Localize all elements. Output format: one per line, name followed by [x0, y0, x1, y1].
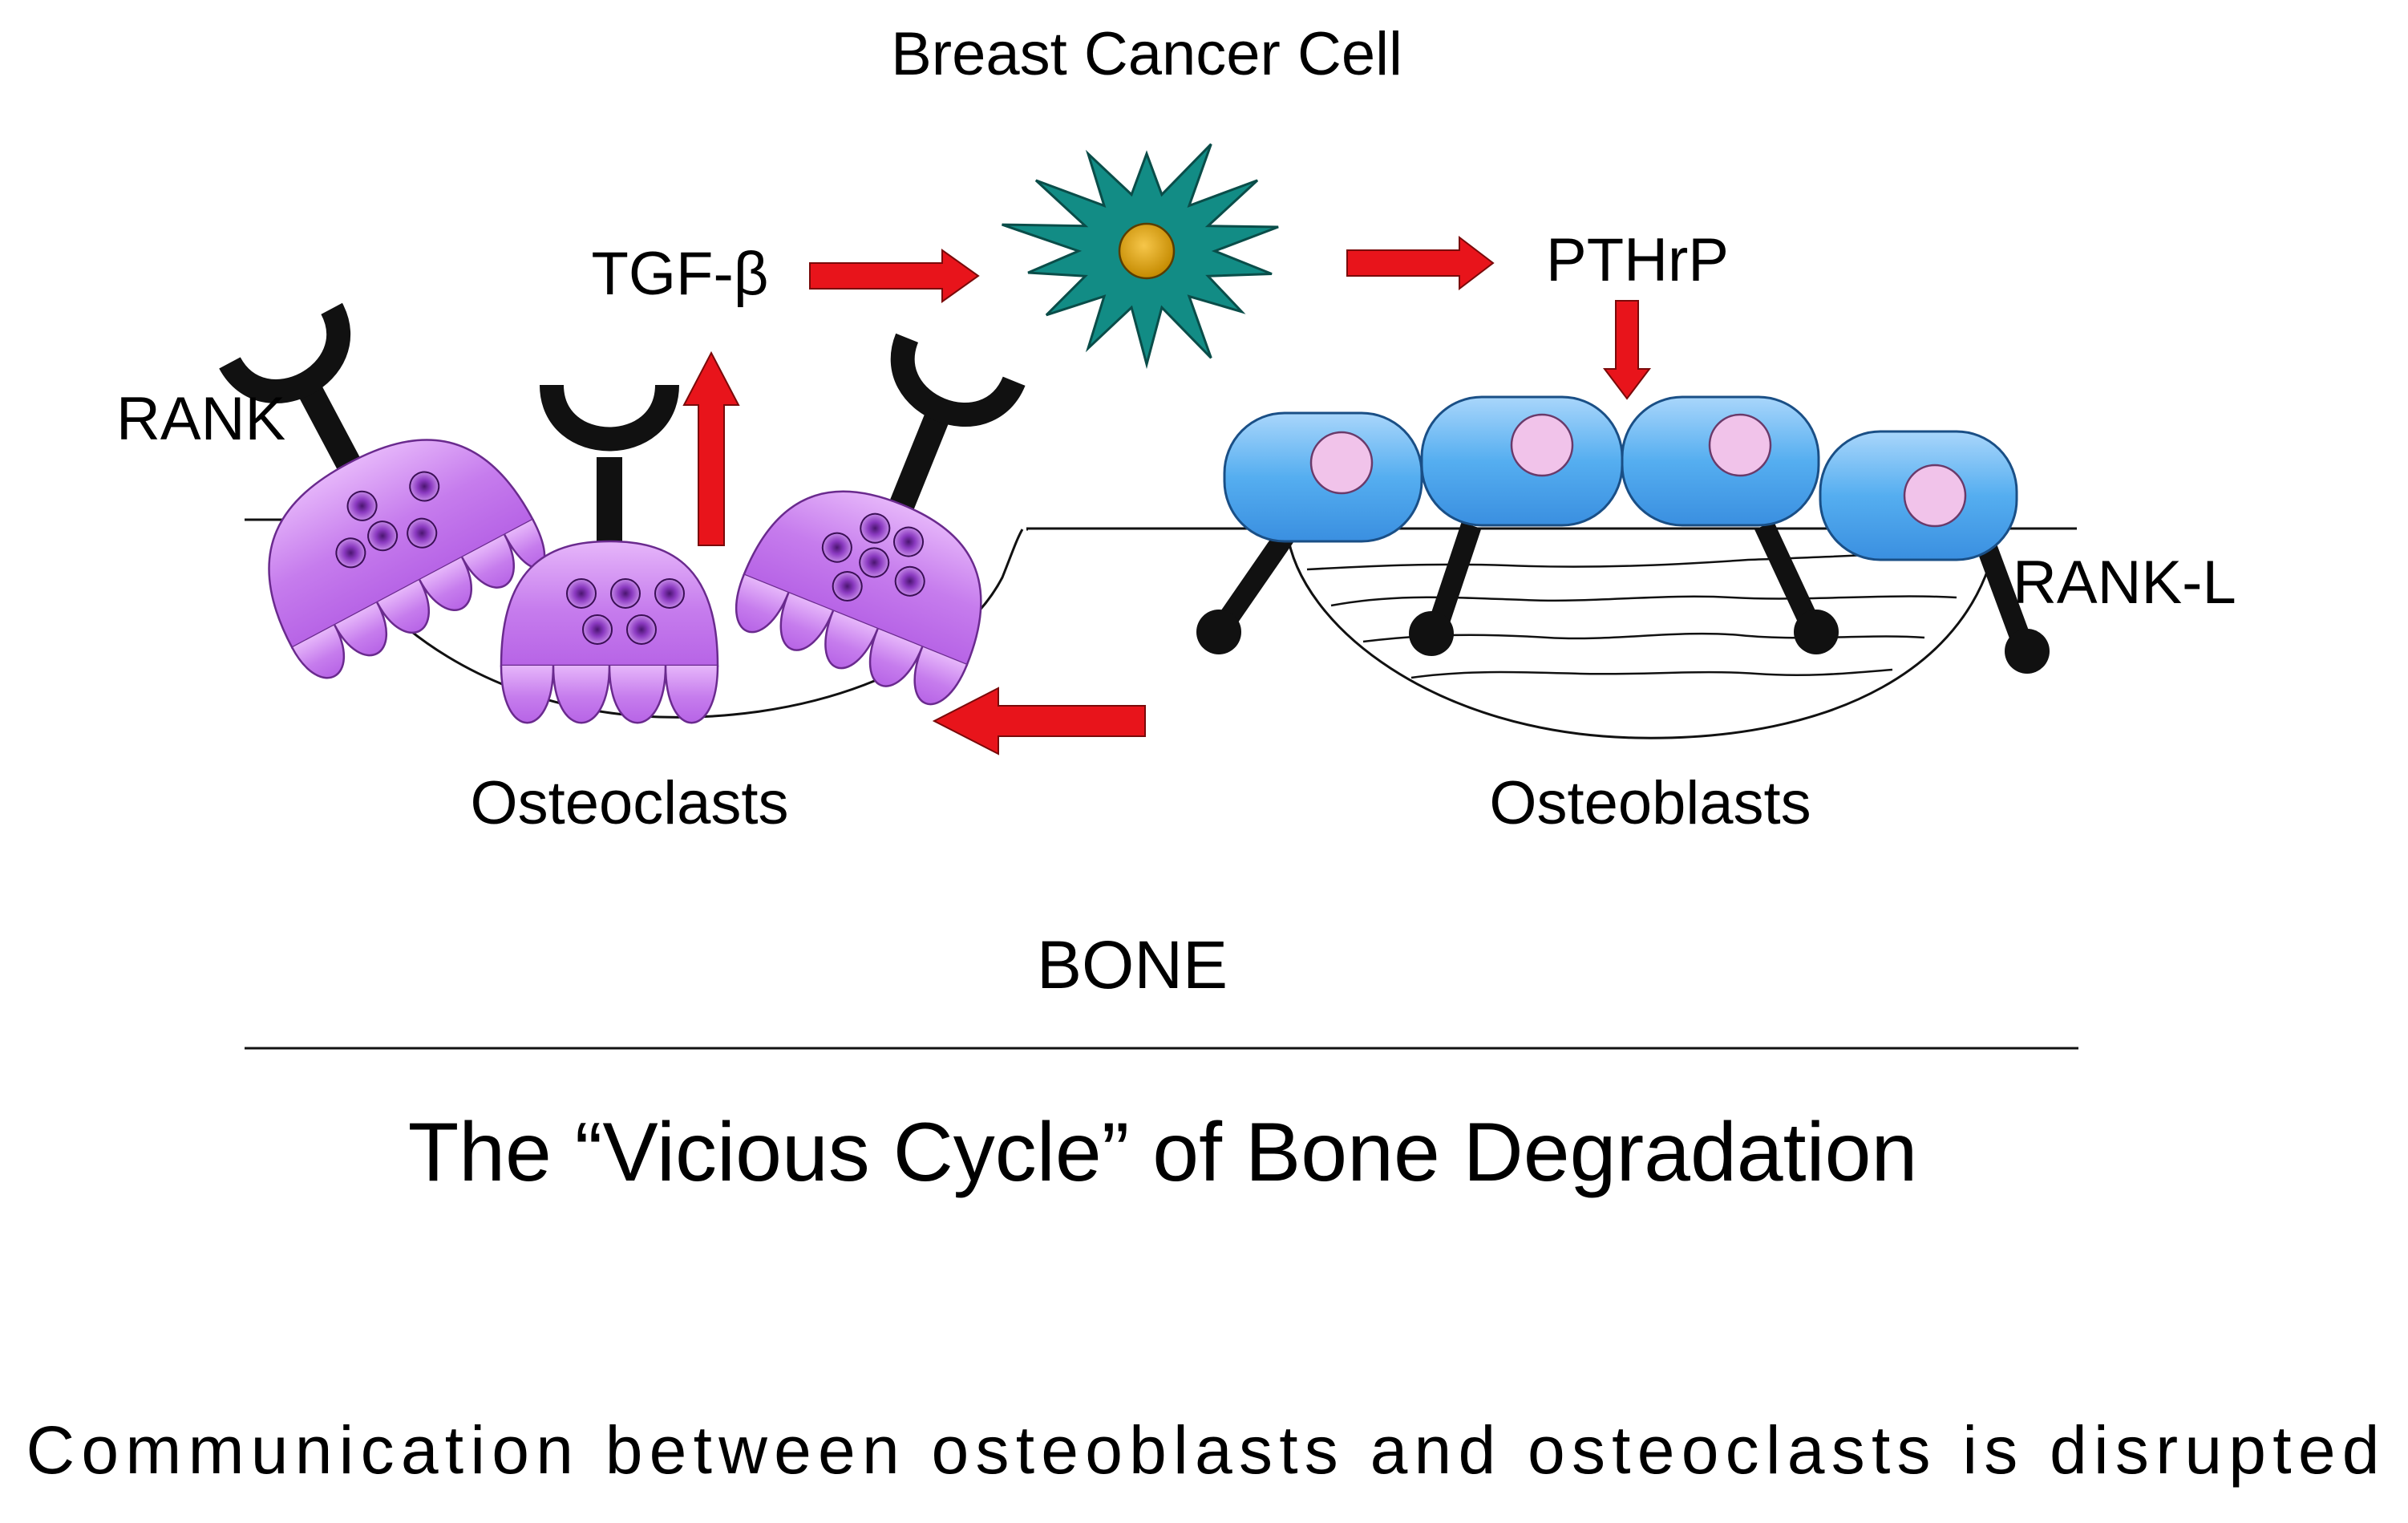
diagram-title: The “Vicious Cycle” of Bone Degradation — [408, 1106, 1918, 1199]
arrow-osteoblasts-to-osteoclasts — [932, 687, 1146, 755]
osteoblast-group — [1196, 395, 2050, 674]
rank-l-ligand-icon — [1196, 527, 1296, 654]
label-osteoclasts: Osteoclasts — [470, 769, 788, 837]
diagram-caption: Communication between osteoblasts and os… — [26, 1412, 2380, 1488]
label-breast-cancer-cell: Breast Cancer Cell — [891, 20, 1402, 88]
osteoclast-group — [219, 302, 1026, 724]
rank-l-ligand-icon — [1754, 520, 1839, 654]
osteoclast-cell — [735, 333, 1026, 706]
label-rank: RANK — [116, 385, 285, 453]
osteoclast-cell — [219, 302, 546, 679]
arrow-tgf-beta-to-cancer — [809, 249, 980, 303]
rank-l-ligand-icon — [1409, 521, 1482, 656]
bone-formation-pit — [1285, 530, 1998, 739]
label-tgf-beta: TGF-β — [592, 240, 769, 308]
osteoblast-cell — [1223, 411, 1423, 543]
osteoblast-cell — [1420, 395, 1624, 527]
resorption-pit — [318, 519, 1024, 719]
label-bone: BONE — [1037, 927, 1228, 1003]
rank-receptor-icon — [882, 333, 1026, 529]
arrow-osteoclasts-to-tgf-beta — [682, 350, 740, 546]
rank-l-ligand-icon — [1974, 537, 2050, 674]
arrow-pthrp-to-osteoblasts — [1602, 300, 1652, 400]
label-pthrp: PTHrP — [1546, 226, 1729, 294]
arrow-cancer-to-pthrp — [1346, 235, 1495, 291]
label-rank-l: RANK-L — [2013, 549, 2236, 617]
osteoclast-cell — [500, 383, 719, 724]
rank-receptor-icon — [540, 383, 679, 553]
breast-cancer-cell-icon — [1002, 143, 1279, 370]
label-osteoblasts: Osteoblasts — [1489, 769, 1811, 837]
osteoblast-cell — [1819, 430, 2018, 561]
osteoblast-cell — [1621, 395, 1820, 527]
